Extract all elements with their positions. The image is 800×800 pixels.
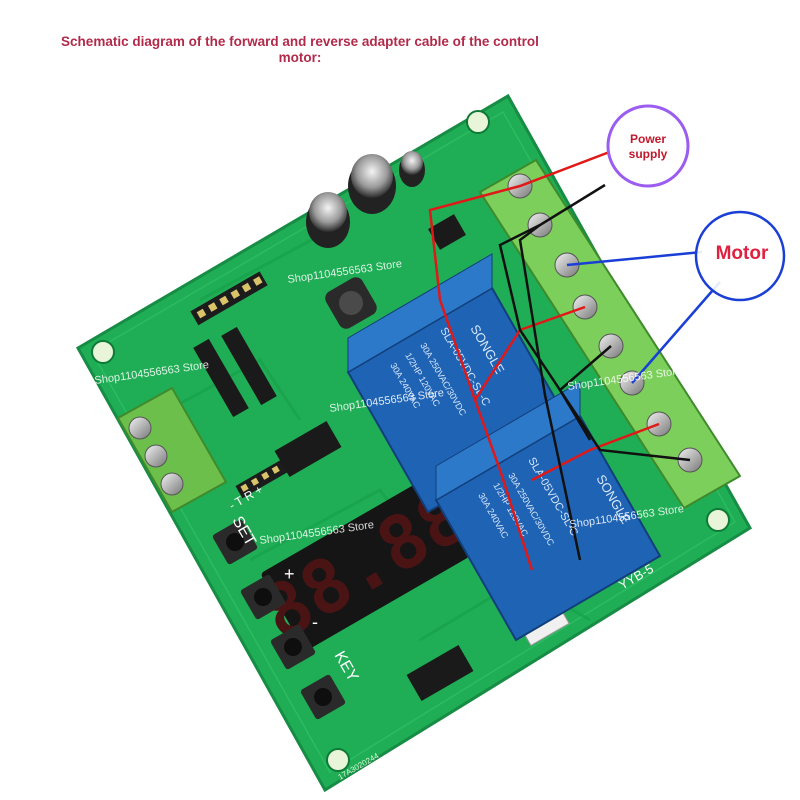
wire-blue-motor-2	[631, 281, 721, 384]
capacitor-2	[348, 154, 396, 214]
mounting-holes	[91, 110, 730, 772]
ic-array	[193, 326, 277, 418]
wire-black-power	[518, 183, 606, 561]
uart-header	[235, 460, 288, 499]
motor-callout: Motor	[694, 210, 786, 302]
wire-black-relay2	[558, 345, 691, 462]
motor-label: Motor	[716, 243, 769, 264]
wire-red-power	[428, 146, 621, 571]
button-plus[interactable]	[240, 574, 286, 620]
power-supply-label-1: Power	[630, 132, 666, 146]
ic-chip-bottom	[406, 645, 474, 701]
input-terminal-block	[116, 386, 228, 514]
wire-blue-motor-1	[566, 250, 703, 267]
power-supply-callout: Power supply	[606, 104, 690, 188]
capacitor-3	[399, 151, 425, 187]
power-supply-label-2: supply	[629, 147, 668, 161]
button-minus[interactable]	[270, 624, 316, 670]
diagram-title: Schematic diagram of the forward and rev…	[61, 34, 539, 65]
label-plus: +	[284, 564, 295, 584]
watermark-5: Shop1104556563 Store	[49, 510, 165, 538]
wiring	[428, 146, 721, 571]
regulator-chip	[428, 214, 466, 250]
pin-header-top	[190, 271, 268, 326]
button-set[interactable]	[212, 519, 258, 565]
wire-red-relay2	[531, 422, 660, 482]
relay-2: SONGLE SLA-05VDC-SL-C 30A 250VAC/30VDC 1…	[434, 381, 662, 642]
label-minus: -	[312, 612, 318, 632]
button-key[interactable]	[300, 674, 346, 720]
capacitor-1	[306, 192, 350, 248]
ic-chip-middle	[274, 421, 342, 477]
